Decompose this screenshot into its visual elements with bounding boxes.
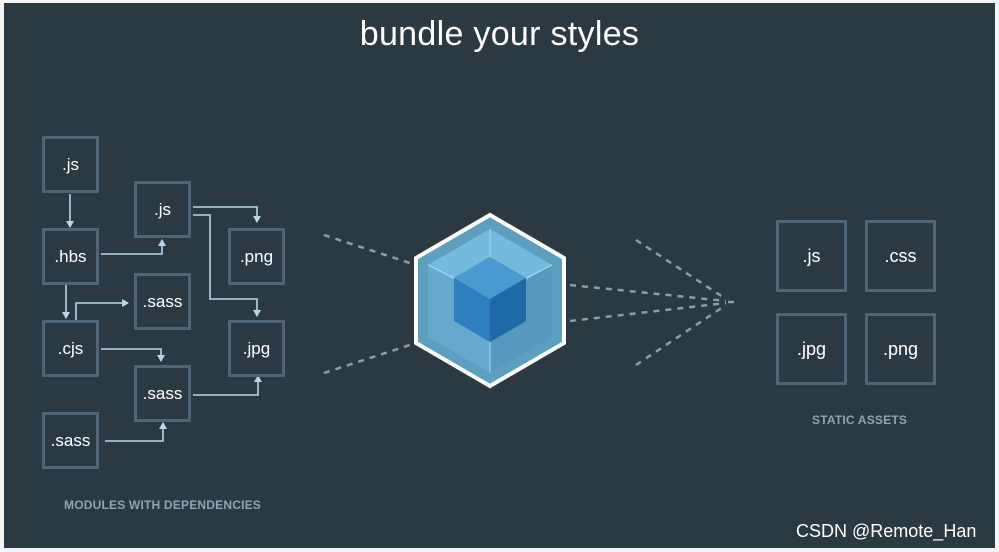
module-hbs: .hbs: [42, 228, 99, 285]
diagram-title: bundle your styles: [359, 15, 640, 53]
module-js: .js: [42, 136, 99, 193]
dotted-line-out-3: [569, 301, 727, 323]
webpack-diagram: bundle your styles: [4, 3, 995, 548]
watermark: CSDN @Remote_Han: [796, 521, 977, 541]
asset-js: .js: [776, 220, 847, 292]
arrow-sass-to-sass: [105, 422, 167, 442]
asset-css: .css: [865, 220, 936, 292]
arrow-sass-to-jpg: [193, 375, 262, 396]
dotted-line-out-1: [635, 238, 727, 301]
dotted-line-out-4: [635, 303, 727, 367]
arrow-js-to-png: [193, 206, 261, 223]
dotted-line-in-bottom: [323, 341, 417, 375]
module-sass-bottom: .sass: [42, 412, 99, 469]
asset-jpg: .jpg: [776, 313, 847, 385]
modules-caption: MODULES WITH DEPENDENCIES: [64, 498, 262, 512]
webpack-cube-icon: [414, 212, 566, 389]
module-sass-middle: .sass: [134, 365, 191, 422]
arrow-cjs-to-sass-top: [75, 299, 129, 320]
assets-caption: STATIC ASSETS: [812, 413, 908, 427]
module-sass-top: .sass: [134, 273, 191, 330]
dotted-line-out-2: [569, 283, 727, 303]
asset-png: .png: [865, 313, 936, 385]
arrow-hbs-to-js: [101, 239, 166, 255]
module-cjs: .cjs: [42, 320, 99, 377]
module-jpg: .jpg: [228, 320, 285, 377]
dotted-line-in-top: [323, 233, 417, 267]
arrow-js-to-jpg: [193, 214, 261, 317]
connectors-layer: [62, 194, 738, 442]
module-png: .png: [228, 228, 285, 285]
module-js-second: .js: [134, 181, 191, 238]
arrow-cjs-to-sass-mid: [101, 348, 165, 362]
